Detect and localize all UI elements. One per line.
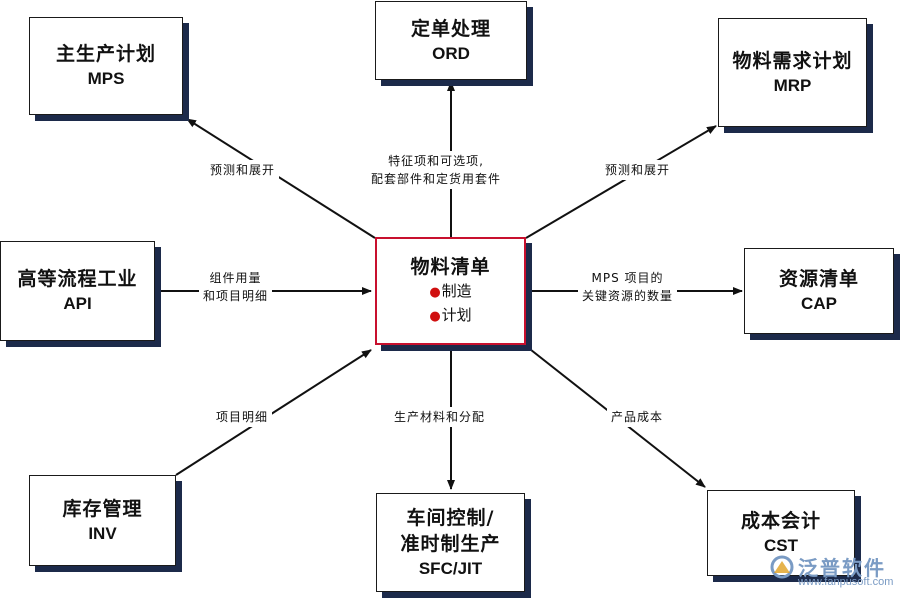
- edge-label-cap: MPS 项目的 关键资源的数量: [578, 268, 678, 306]
- node-api: 高等流程工业 API: [0, 241, 155, 341]
- edge-label-sfc: 生产材料和分配: [390, 407, 490, 427]
- edge-label-cst: 产品成本: [607, 407, 668, 427]
- edge-label-mps: 预测和展开: [206, 160, 280, 180]
- arrow-from-inv: [175, 349, 372, 476]
- node-cst: 成本会计 CST: [707, 490, 855, 576]
- edge-label-api-line2: 和项目明细: [203, 289, 269, 303]
- node-mps-code: MPS: [87, 69, 125, 88]
- bullet-icon: ●: [429, 285, 441, 300]
- node-bom-item-2-text: 计划: [441, 306, 472, 324]
- edge-label-api-line1: 组件用量: [209, 271, 262, 285]
- node-ord: 定单处理 ORD: [375, 1, 527, 80]
- node-cst-code: CST: [764, 536, 798, 555]
- edge-label-inv: 项目明细: [212, 407, 273, 427]
- edge-label-mrp: 预测和展开: [601, 160, 675, 180]
- node-sfc-title-line1: 车间控制/: [406, 506, 495, 529]
- watermark-logo: 泛普软件 www.fanpusoft.com: [768, 552, 893, 588]
- node-inv-code: INV: [88, 523, 117, 543]
- node-sfc-title-line2: 准时制生产: [400, 532, 501, 555]
- node-cap-title: 资源清单: [778, 268, 859, 290]
- node-bom: 物料清单 ●制造 ●计划: [375, 237, 526, 345]
- fanpu-logo-icon: [770, 555, 794, 578]
- edge-label-cap-line2: 关键资源的数量: [582, 289, 674, 303]
- arrow-to-mps: [186, 118, 376, 239]
- arrow-to-mrp: [525, 125, 717, 239]
- node-api-title: 高等流程工业: [17, 268, 138, 290]
- node-api-code: API: [63, 294, 92, 313]
- node-mrp-title: 物料需求计划: [732, 49, 853, 72]
- edge-label-ord-line1: 特征项和可选项,: [388, 154, 484, 168]
- node-bom-item-1-text: 制造: [441, 282, 472, 300]
- edge-label-cap-line1: MPS 项目的: [591, 271, 664, 285]
- node-bom-title: 物料清单: [410, 256, 491, 278]
- bullet-icon: ●: [429, 309, 441, 324]
- node-ord-code: ORD: [432, 43, 470, 63]
- node-mrp: 物料需求计划 MRP: [718, 18, 867, 127]
- node-cst-title: 成本会计: [740, 510, 821, 532]
- node-cap-code: CAP: [801, 294, 837, 313]
- node-bom-item-2: ●计划: [429, 304, 471, 328]
- edge-label-ord: 特征项和可选项, 配套部件和定货用套件: [367, 151, 506, 189]
- node-sfc-code: SFC/JIT: [418, 558, 483, 578]
- node-cap: 资源清单 CAP: [744, 248, 894, 334]
- watermark-brand: 泛普软件: [798, 556, 886, 580]
- edge-label-ord-line2: 配套部件和定货用套件: [371, 172, 502, 186]
- node-bom-item-1: ●制造: [429, 280, 471, 304]
- node-mrp-code: MRP: [773, 75, 812, 95]
- node-mps-title: 主生产计划: [55, 43, 156, 65]
- node-inv: 库存管理 INV: [29, 475, 176, 566]
- node-inv-title: 库存管理: [62, 497, 143, 520]
- watermark-url: www.fanpusoft.com: [798, 576, 894, 588]
- node-mps: 主生产计划 MPS: [29, 17, 183, 115]
- node-ord-title: 定单处理: [410, 17, 491, 40]
- edge-label-api: 组件用量 和项目明细: [199, 268, 273, 306]
- node-sfc: 车间控制/ 准时制生产 SFC/JIT: [376, 493, 525, 592]
